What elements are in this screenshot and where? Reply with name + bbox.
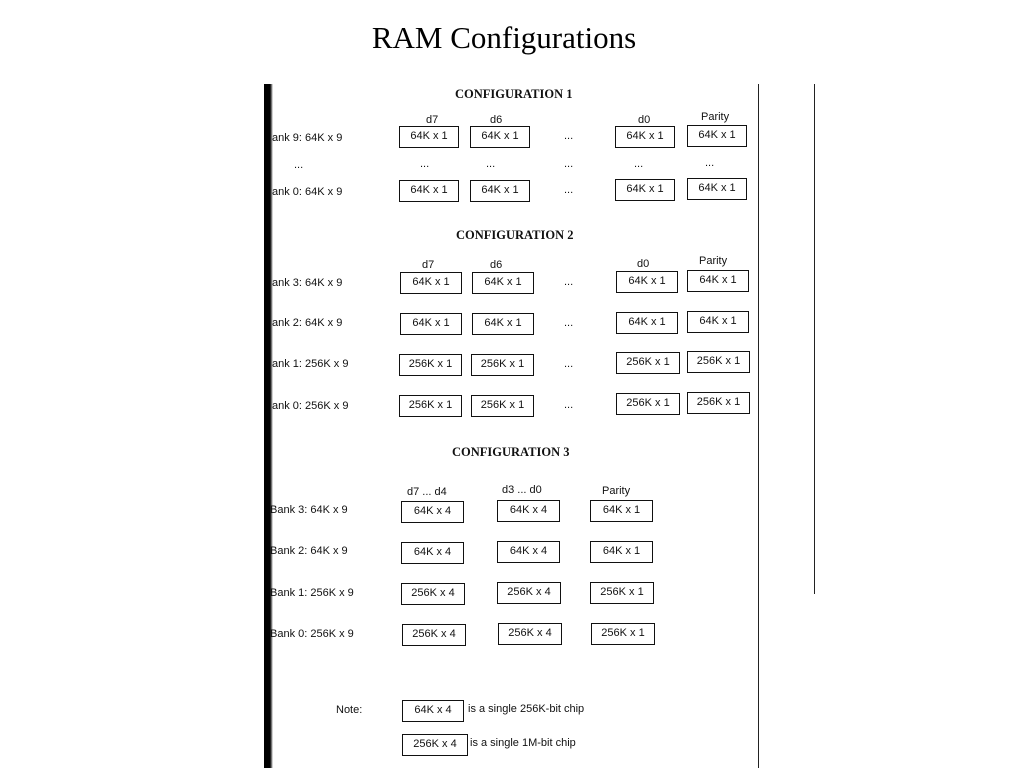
- config2-bank-label: ank 3: 64K x 9: [272, 277, 343, 289]
- scan-right-edge: [758, 84, 759, 768]
- chip: 64K x 1: [616, 271, 678, 293]
- chip: 64K x 4: [401, 501, 464, 523]
- chip: 64K x 4: [497, 541, 560, 563]
- config3-col-parity: Parity: [602, 485, 631, 497]
- chip: 64K x 1: [399, 180, 459, 202]
- chip: 256K x 1: [616, 352, 680, 374]
- ellipsis: ...: [564, 130, 574, 142]
- config2-heading: CONFIGURATION 2: [456, 228, 574, 242]
- ellipsis: ...: [564, 276, 574, 288]
- chip: 64K x 1: [400, 272, 462, 294]
- config1-col-parity: Parity: [701, 111, 730, 123]
- config2-bank-label: ank 0: 256K x 9: [272, 400, 349, 412]
- chip: 256K x 1: [471, 354, 534, 376]
- chip: 256K x 1: [687, 351, 750, 373]
- config2-bank-label: ank 2: 64K x 9: [272, 317, 343, 329]
- chip: 256K x 4: [402, 624, 466, 646]
- ellipsis: ...: [705, 157, 715, 169]
- config1-bank-label: ank 0: 64K x 9: [272, 186, 343, 198]
- config1-col-d0: d0: [638, 114, 651, 126]
- chip: 256K x 4: [498, 623, 562, 645]
- chip: 256K x 1: [399, 395, 462, 417]
- config1-col-d7: d7: [426, 114, 439, 126]
- config2-col-d0: d0: [637, 258, 650, 270]
- chip: 64K x 1: [400, 313, 462, 335]
- scanned-page: CONFIGURATION 1 d7 d6 d0 Parity ank 9: 6…: [264, 84, 816, 768]
- config3-bank-label: Bank 1: 256K x 9: [270, 587, 354, 599]
- config3-bank-label: Bank 3: 64K x 9: [270, 504, 348, 516]
- ellipsis: ...: [564, 399, 574, 411]
- note-chip: 64K x 4: [402, 700, 464, 722]
- chip: 256K x 4: [401, 583, 465, 605]
- chip: 64K x 1: [472, 313, 534, 335]
- ellipsis: ...: [564, 184, 574, 196]
- chip: 64K x 1: [687, 311, 749, 333]
- config3-col-d3-d0: d3 ... d0: [502, 484, 542, 496]
- note-chip: 256K x 4: [402, 734, 468, 756]
- chip: 64K x 1: [399, 126, 459, 148]
- chip: 64K x 1: [615, 179, 675, 201]
- chip: 64K x 1: [470, 180, 530, 202]
- note-label: Note:: [336, 704, 363, 716]
- config2-col-parity: Parity: [699, 255, 728, 267]
- ellipsis: ...: [564, 317, 574, 329]
- chip: 256K x 4: [497, 582, 561, 604]
- scan-left-edge: [264, 84, 273, 768]
- config3-heading: CONFIGURATION 3: [452, 445, 570, 459]
- note-text: is a single 256K-bit chip: [468, 703, 585, 715]
- chip: 64K x 1: [590, 541, 653, 563]
- config1-col-d6: d6: [490, 114, 503, 126]
- ellipsis: ...: [420, 158, 430, 170]
- ellipsis: ...: [634, 158, 644, 170]
- ellipsis: ...: [564, 158, 574, 170]
- slide-title: RAM Configurations: [371, 20, 637, 55]
- chip: 256K x 1: [616, 393, 680, 415]
- chip: 256K x 1: [471, 395, 534, 417]
- note-text: is a single 1M-bit chip: [470, 737, 576, 749]
- chip: 256K x 1: [399, 354, 462, 376]
- chip: 64K x 1: [472, 272, 534, 294]
- config3-bank-label: Bank 0: 256K x 9: [270, 628, 354, 640]
- chip: 64K x 4: [401, 542, 464, 564]
- chip: 64K x 1: [590, 500, 653, 522]
- chip: 64K x 1: [687, 270, 749, 292]
- chip: 256K x 1: [591, 623, 655, 645]
- chip: 256K x 1: [590, 582, 654, 604]
- chip: 64K x 4: [497, 500, 560, 522]
- chip: 64K x 1: [616, 312, 678, 334]
- scan-outer-edge: [814, 84, 815, 594]
- config3-col-d7-d4: d7 ... d4: [407, 486, 447, 498]
- ellipsis: ...: [294, 159, 304, 171]
- config2-col-d6: d6: [490, 259, 503, 271]
- chip: 64K x 1: [615, 126, 675, 148]
- config1-bank-label: ank 9: 64K x 9: [272, 132, 343, 144]
- chip: 64K x 1: [687, 178, 747, 200]
- ellipsis: ...: [486, 158, 496, 170]
- chip: 64K x 1: [687, 125, 747, 147]
- config1-heading: CONFIGURATION 1: [455, 87, 573, 101]
- config3-bank-label: Bank 2: 64K x 9: [270, 545, 348, 557]
- config2-bank-label: ank 1: 256K x 9: [272, 358, 349, 370]
- chip: 64K x 1: [470, 126, 530, 148]
- ellipsis: ...: [564, 358, 574, 370]
- config2-col-d7: d7: [422, 259, 435, 271]
- chip: 256K x 1: [687, 392, 750, 414]
